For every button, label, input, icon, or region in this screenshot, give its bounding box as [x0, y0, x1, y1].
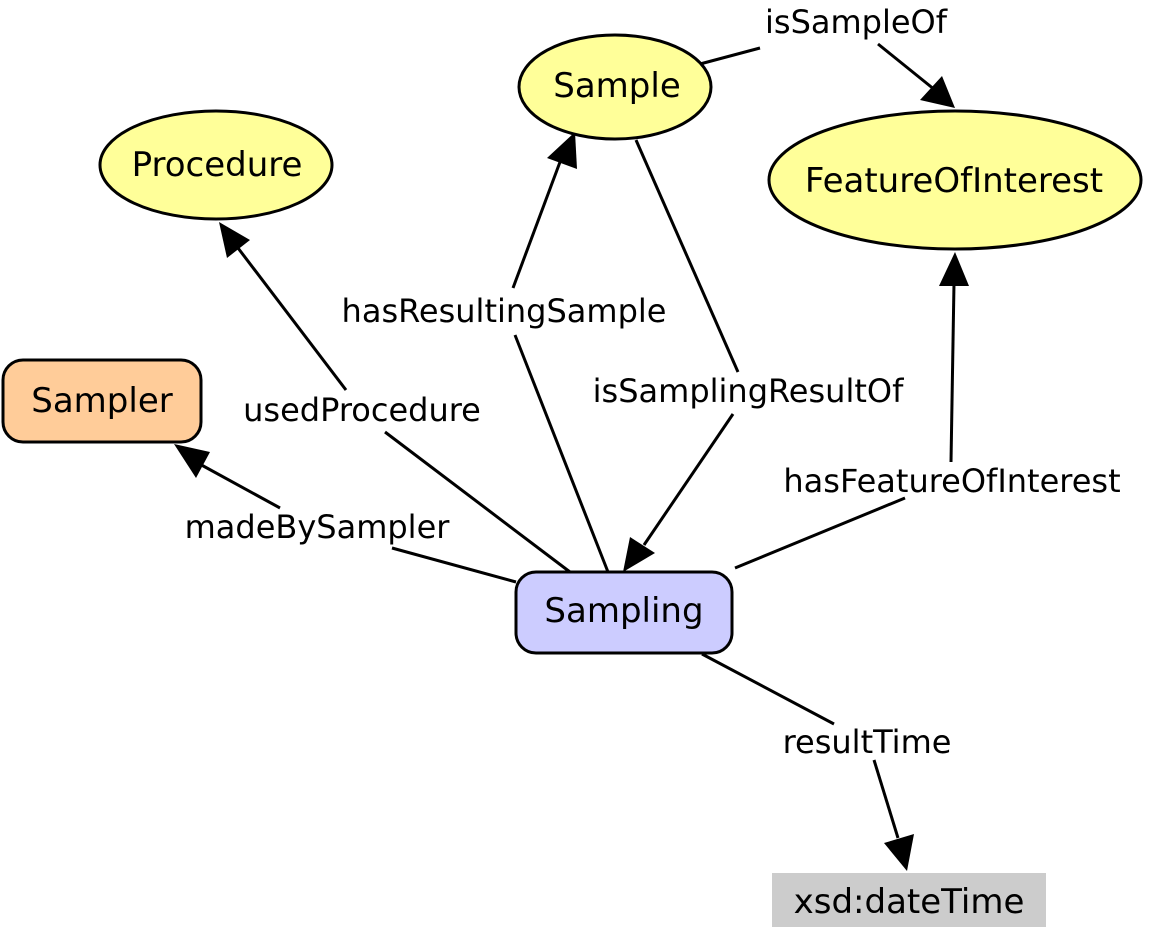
edge-result-time: resultTime	[701, 652, 952, 871]
node-shape	[767, 109, 1143, 251]
nodes: Sample Procedure FeatureOfInterest Sampl…	[1, 33, 1143, 927]
edge-is-sample-of: isSampleOf	[699, 3, 955, 108]
edge-line	[236, 247, 348, 391]
node-label-procedure: Procedure	[132, 145, 303, 185]
arrowhead	[174, 444, 210, 478]
edge-line	[634, 139, 740, 373]
edge-line	[872, 759, 900, 839]
edge-has-feature-of-interest: hasFeatureOfInterest	[734, 252, 1121, 570]
edge-used-procedure: usedProcedure	[219, 222, 571, 574]
node-shape	[772, 873, 1046, 927]
edge-is-sampling-result-of: isSamplingResultOf	[593, 139, 904, 572]
node-shape	[517, 33, 713, 141]
edge-line	[513, 334, 610, 573]
edge-label-is-sampling-result-of: isSamplingResultOf	[593, 372, 904, 410]
node-sampler[interactable]: Sampler	[1, 358, 203, 444]
node-shape	[98, 109, 334, 221]
edges: isSampleOf hasResultingSample isSampling…	[174, 3, 1121, 871]
node-label-sample: Sample	[553, 66, 680, 106]
edge-line	[701, 652, 835, 726]
edge-label-is-sample-of: isSampleOf	[765, 3, 948, 41]
node-sample[interactable]: Sample	[517, 33, 713, 141]
arrowhead	[939, 252, 969, 286]
node-shape	[514, 570, 734, 655]
node-shape	[1, 358, 203, 444]
arrowhead	[219, 222, 250, 258]
node-label-sampler: Sampler	[31, 381, 172, 421]
edge-made-by-sampler: madeBySampler	[174, 444, 517, 584]
node-procedure[interactable]: Procedure	[98, 109, 334, 221]
arrowhead	[920, 76, 955, 108]
edge-line	[699, 46, 761, 66]
edge-label-result-time: resultTime	[783, 723, 952, 761]
edge-label-has-feature-of-interest: hasFeatureOfInterest	[783, 462, 1120, 500]
edge-line	[877, 42, 936, 92]
node-label-feature-of-interest: FeatureOfInterest	[805, 161, 1103, 201]
arrowhead	[623, 537, 655, 572]
arrowhead	[547, 132, 577, 169]
edge-label-used-procedure: usedProcedure	[243, 391, 481, 429]
edge-label-has-resulting-sample: hasResultingSample	[342, 292, 667, 330]
node-label-datetime: xsd:dateTime	[794, 882, 1025, 922]
edge-has-resulting-sample: hasResultingSample	[342, 132, 667, 573]
edge-line	[734, 496, 906, 570]
node-datetime[interactable]: xsd:dateTime	[772, 873, 1046, 927]
edge-line	[195, 460, 281, 510]
edge-line	[511, 161, 562, 289]
node-label-sampling: Sampling	[544, 591, 703, 631]
node-feature-of-interest[interactable]: FeatureOfInterest	[767, 109, 1143, 251]
edge-line	[384, 430, 571, 574]
edge-line	[949, 282, 956, 463]
edge-line	[391, 546, 517, 584]
edge-label-made-by-sampler: madeBySampler	[185, 508, 451, 546]
arrowhead	[884, 834, 914, 871]
node-sampling[interactable]: Sampling	[514, 570, 734, 655]
edge-line	[642, 413, 735, 546]
